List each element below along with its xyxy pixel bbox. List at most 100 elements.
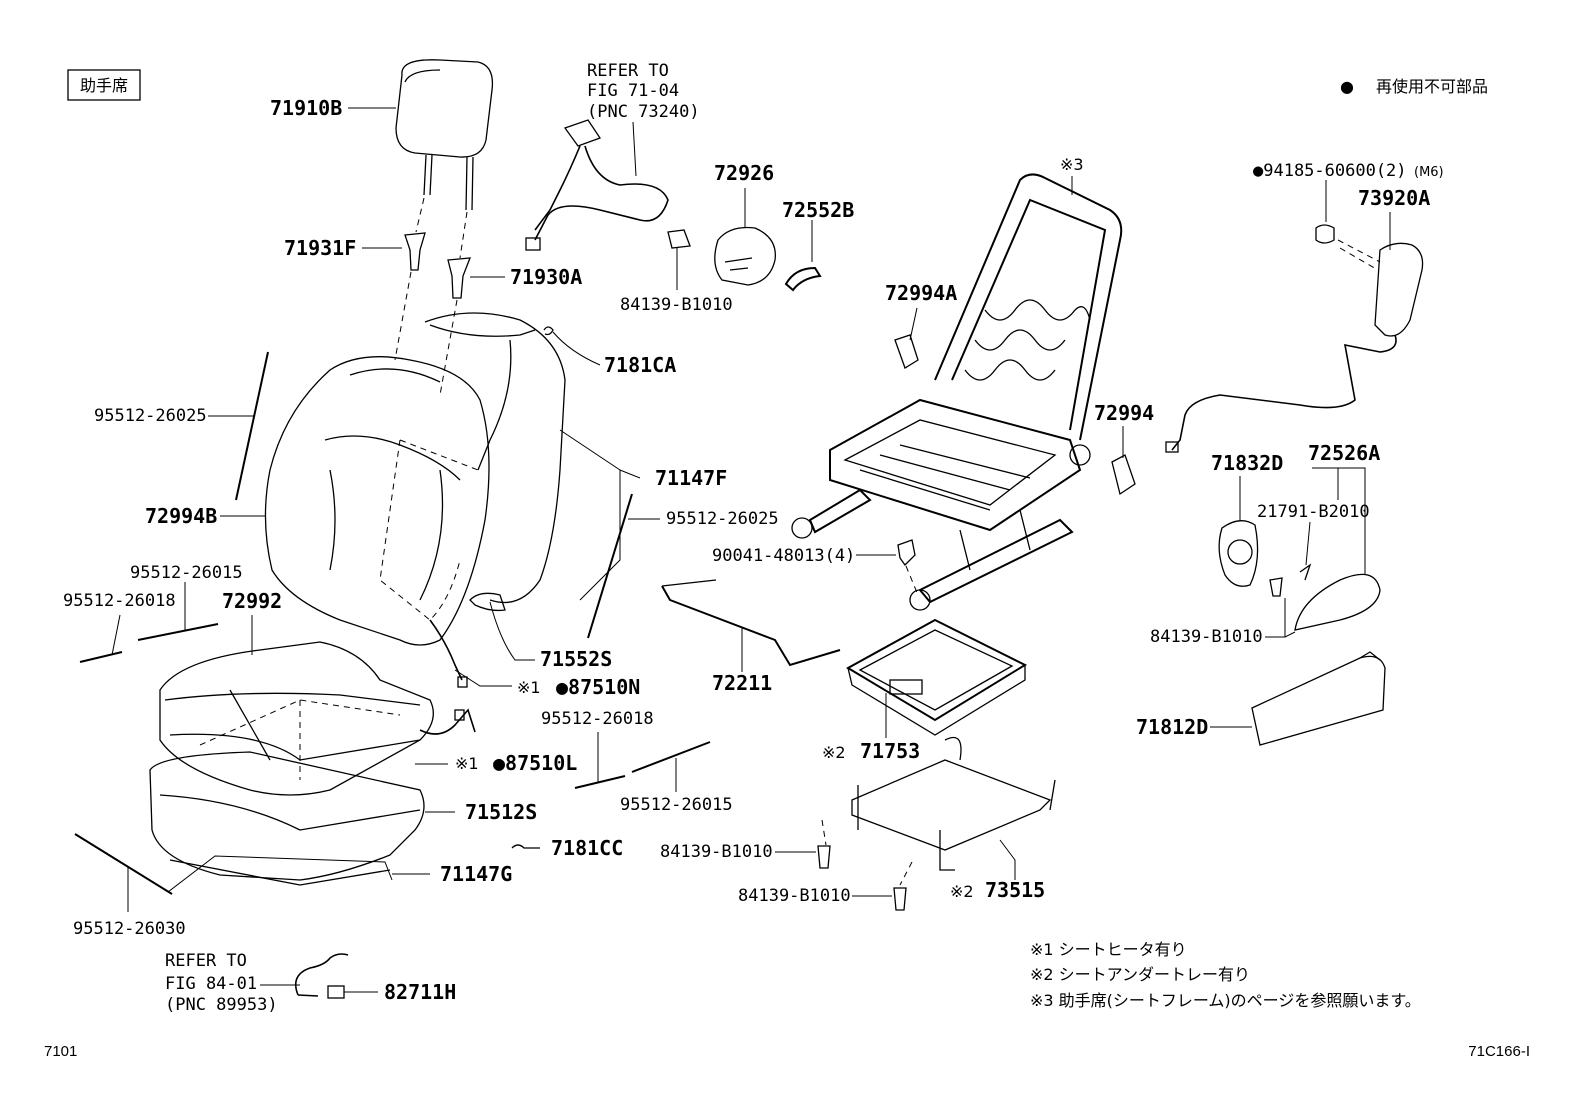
label-72992: 72992 (222, 589, 282, 613)
label-72994: 72994 (1094, 401, 1154, 425)
label-71753: 71753 (860, 739, 920, 763)
footer-right-code: 71C166-I (1468, 1043, 1530, 1060)
label-72526A: 72526A (1308, 441, 1380, 465)
label-84139-right: 84139-B1010 (1150, 627, 1263, 647)
clip-84139-mid-drawing (817, 845, 831, 869)
label-71147F: 71147F (655, 466, 727, 490)
label-71832D: 71832D (1211, 451, 1283, 475)
hook-7181CC-drawing (511, 844, 540, 849)
outline-71147G (167, 855, 393, 893)
label-73515-mark: ※2 (950, 882, 974, 901)
legend-text: 再使用不可部品 (1376, 77, 1488, 96)
seatback-heater-wire (429, 619, 463, 681)
seat-cushion-drawing (149, 641, 434, 886)
recliner-cover-drawing (667, 226, 776, 286)
wire-95512-26025-mid (587, 493, 633, 639)
label-72926: 72926 (714, 161, 774, 185)
bracket-72994A-drawing (894, 334, 919, 369)
refer1-line3: (PNC 73240) (587, 102, 700, 122)
wire-95512-26018-mid (574, 775, 626, 789)
leader-84139-right (1265, 598, 1296, 638)
leader-refer1 (632, 121, 637, 177)
footer-left-code: 7101 (44, 1043, 77, 1060)
connector-82711H-drawing (327, 985, 345, 999)
label-7181CA: 7181CA (604, 353, 676, 377)
clip-21791-drawing (1299, 563, 1312, 581)
label-95512-26025-mid: 95512-26025 (666, 509, 779, 529)
label-73515: 73515 (985, 878, 1045, 902)
leader-21791 (1305, 521, 1311, 566)
wire-95512-26030 (74, 833, 173, 895)
clip-84139-low-drawing (893, 887, 907, 911)
leader-73515 (999, 839, 1016, 880)
label-72211: 72211 (712, 671, 772, 695)
label-71931F: 71931F (284, 236, 356, 260)
wire-95512-26015-mid (631, 741, 711, 773)
note-3: ※3 助手席(シートフレーム)のページを参照願います。 (1030, 991, 1421, 1010)
seat-belt-buckle-drawing (525, 119, 669, 251)
refer2-line1: REFER TO (165, 951, 247, 971)
leader-71147F (559, 429, 641, 601)
screw-84139-right-drawing (1269, 577, 1283, 597)
knob-72526A-drawing (1294, 573, 1381, 631)
label-87510L: ●87510L (493, 751, 577, 775)
wire-95512-26015-left (137, 623, 219, 641)
label-71753-mark: ※2 (822, 743, 846, 762)
trim-cover-71832D-drawing (1218, 520, 1259, 587)
label-72552B: 72552B (782, 198, 854, 222)
nut-94185-drawing (1315, 224, 1335, 244)
leader-7181CA (552, 331, 601, 366)
label-21791: 21791-B2010 (1257, 502, 1370, 522)
refer1-line1: REFER TO (587, 61, 669, 81)
under-tray-71753-drawing (845, 618, 1028, 736)
label-90041: 90041-48013(4) (712, 546, 855, 566)
refer2-line2: FIG 84-01 (165, 974, 257, 994)
label-95512-26025-left: 95512-26025 (94, 406, 207, 426)
label-95512-26018-left: 95512-26018 (63, 591, 176, 611)
label-72994A: 72994A (885, 281, 957, 305)
label-82711H: 82711H (384, 980, 456, 1004)
hook-7181CA-drawing (543, 326, 554, 336)
label-71147G: 71147G (440, 862, 512, 886)
label-87510N: ●87510N (556, 675, 640, 699)
legend: ● 再使用不可部品 (1340, 77, 1488, 96)
position-tag-text: 助手席 (80, 76, 128, 95)
label-87510L-mark: ※1 (455, 754, 479, 773)
headrest-guides-drawing (404, 232, 471, 299)
label-71512S: 71512S (465, 800, 537, 824)
harness-drawing (294, 953, 349, 996)
seat-frame-drawing (791, 173, 1123, 611)
note-1: ※1 シートヒータ有り (1030, 940, 1187, 959)
label-84139-low: 84139-B1010 (738, 886, 851, 906)
clip-72552B-drawing (784, 266, 822, 292)
label-71930A: 71930A (510, 265, 582, 289)
label-95512-26030: 95512-26030 (73, 919, 186, 939)
headrest-drawing (395, 59, 494, 211)
label-95512-26015-mid: 95512-26015 (620, 795, 733, 815)
wire-95512-26018-left (79, 651, 123, 663)
leader-87510N (454, 669, 512, 687)
notes: ※1 シートヒータ有り ※2 シートアンダートレー有り ※3 助手席(シートフレ… (1030, 940, 1421, 1010)
leader-72526A (1312, 467, 1366, 575)
seatback-drawing (264, 312, 566, 646)
label-73920A: 73920A (1358, 186, 1430, 210)
label-71552S: 71552S (540, 647, 612, 671)
leader-72994A (909, 307, 918, 341)
wire-frame-73515-drawing (851, 736, 1056, 871)
refer1-line2: FIG 71-04 (587, 81, 679, 101)
label-frame-mark: ※3 (1060, 155, 1084, 174)
label-94185: ●94185-60600(2) (1253, 161, 1407, 181)
bolt-90041-drawing (897, 539, 916, 567)
cushion-heater-wire (419, 708, 476, 735)
label-84139-mid: 84139-B1010 (660, 842, 773, 862)
label-95512-26018-mid: 95512-26018 (541, 709, 654, 729)
leader-71552S (489, 601, 535, 661)
label-94185-size: (M6) (1414, 165, 1444, 180)
wire-95512-26025-left (235, 351, 269, 501)
rod-72211-drawing (661, 585, 841, 667)
label-84139-top: 84139-B1010 (620, 295, 733, 315)
label-71910B: 71910B (270, 96, 342, 120)
label-72994B: 72994B (145, 504, 217, 528)
side-shield-71812D-drawing (1251, 655, 1386, 746)
